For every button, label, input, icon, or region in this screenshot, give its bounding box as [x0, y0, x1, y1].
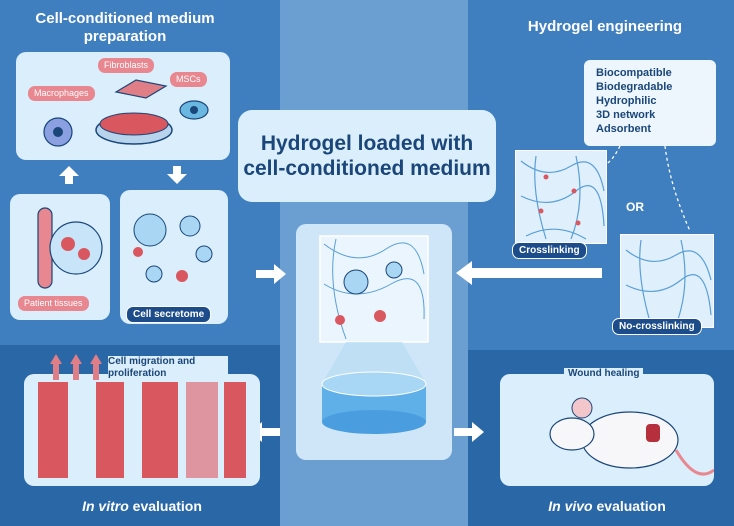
mscs-label: MSCs — [170, 72, 207, 87]
mouse-illustration — [549, 397, 715, 476]
down-arrow-icon — [167, 166, 187, 184]
crosslinking-label: Crosslinking — [512, 242, 587, 259]
property-item: Adsorbent — [596, 123, 651, 135]
property-item: 3D network — [596, 109, 656, 121]
arrow-right-invivo-icon — [454, 422, 484, 442]
secretome-vesicles-illustration — [133, 213, 213, 283]
non-crosslinked-network-image — [620, 234, 714, 328]
in-vitro-evaluation-title: In vitro evaluation — [24, 498, 260, 514]
macrophages-label: Macrophages — [28, 86, 95, 101]
in-vitro-card — [24, 374, 260, 486]
or-label: OR — [626, 200, 644, 214]
proliferation-arrows-icon — [50, 354, 102, 380]
no-crosslinking-label: No-crosslinking — [612, 318, 702, 335]
property-item: Biodegradable — [596, 81, 673, 93]
patient-tissues-label: Patient tissues — [18, 296, 89, 311]
fibroblast-icon — [114, 79, 168, 99]
hydrogel-composite-card — [296, 224, 452, 460]
crosslinked-network-image — [515, 150, 607, 244]
hydrogel-engineering-title: Hydrogel engineering — [527, 18, 683, 35]
cell-secretome-card — [120, 190, 228, 324]
up-arrow-icon — [59, 166, 79, 184]
scratch-assay-illustration — [38, 382, 246, 478]
property-item: Biocompatible — [596, 67, 672, 79]
in-vivo-em: In vivo — [548, 498, 593, 514]
migration-label: Cell migration and proliferation — [108, 356, 228, 380]
hydrogel-illustration — [319, 235, 429, 434]
wound-healing-label: Wound healing — [564, 368, 644, 380]
in-vivo-card — [500, 374, 715, 486]
in-vivo-rest: evaluation — [592, 498, 666, 514]
center-title-text: Hydrogel loaded with cell-conditioned me… — [243, 132, 491, 180]
property-item: Hydrophilic — [596, 95, 657, 107]
dashed-arrows — [599, 146, 691, 232]
in-vitro-rest: evaluation — [128, 498, 202, 514]
patient-tissue-tube-illustration — [37, 207, 103, 289]
arrow-right-icon — [256, 264, 286, 284]
hydrogel-properties-box: Biocompatible Biodegradable Hydrophilic … — [584, 60, 716, 146]
cm-preparation-title: Cell-conditioned medium preparation — [35, 10, 215, 45]
in-vivo-evaluation-title: In vivo evaluation — [500, 498, 714, 514]
arrow-left-icon — [456, 261, 602, 285]
cell-sources-illustration — [43, 79, 209, 147]
in-vitro-em: In vitro — [82, 498, 129, 514]
wound-icon — [646, 424, 660, 442]
cell-culture-icon — [99, 112, 169, 136]
cell-secretome-label: Cell secretome — [126, 306, 212, 323]
center-title-box: Hydrogel loaded with cell-conditioned me… — [238, 110, 496, 202]
fibroblasts-label: Fibroblasts — [98, 58, 155, 73]
